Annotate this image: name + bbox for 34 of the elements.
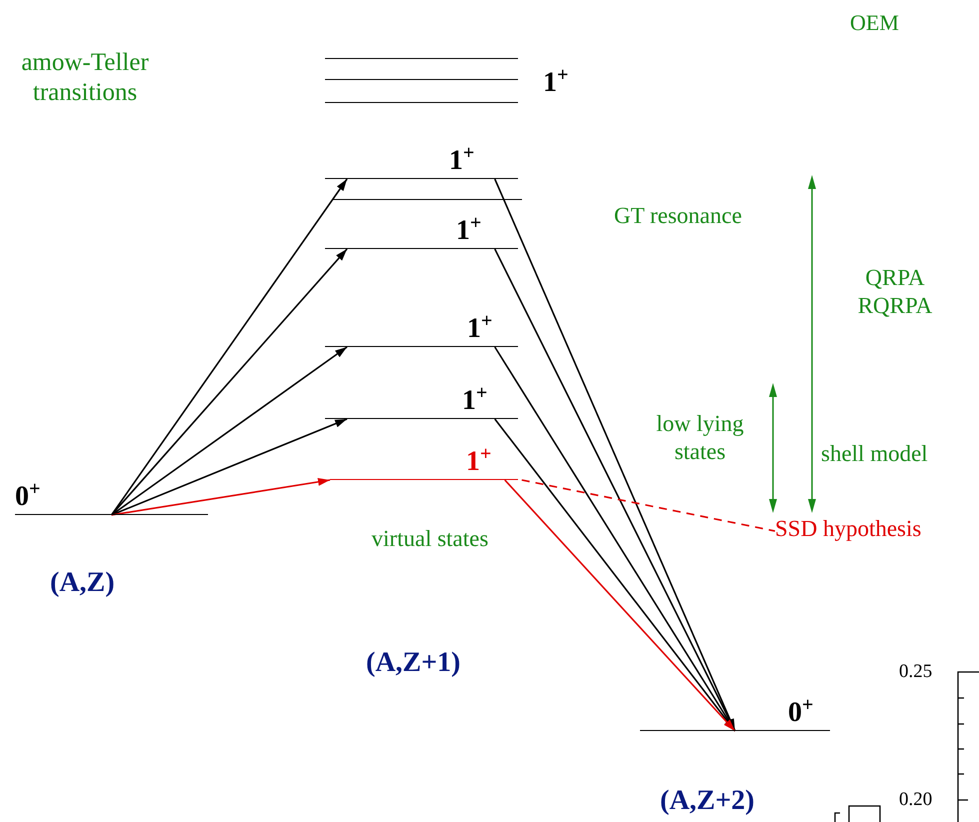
annotation-text: QRPA RQRPA [856, 264, 934, 320]
annotation-text: GT resonance [614, 202, 743, 230]
spin-parity-label: 1$^{+}$ [543, 63, 570, 100]
transition-arrow [111, 346, 348, 516]
spin-parity-label: 1$^{+}$ [456, 213, 482, 245]
dashed-leader-line [522, 479, 776, 532]
annotation-text: OEM [850, 10, 900, 36]
transition-arrow [504, 479, 736, 732]
transition-arrow [111, 478, 330, 516]
energy-level [325, 56, 518, 59]
nucleus-label: (A,Z) [50, 566, 116, 600]
axis-tick-label: 0.20 [899, 789, 934, 812]
nucleus-label: (A,Z+2) [660, 784, 756, 818]
energy-level [325, 77, 518, 80]
transition-arrow [110, 248, 348, 516]
nucleus-label: (A,Z+1) [366, 646, 462, 680]
spin-parity-label: 1$^{+}$ [466, 444, 492, 476]
annotation-text: amow-Teller transitions [20, 48, 150, 108]
annotation-text: shell model [821, 440, 929, 468]
hypothesis-label: SSD hypothesis [775, 516, 979, 548]
spin-parity-label: 1$^{+}$ [449, 143, 474, 175]
transition-arrow [494, 346, 736, 732]
spin-parity-label: 0$^{+}$ [788, 695, 814, 727]
transition-arrow [110, 178, 348, 516]
axis-tick-label: 0.25 [899, 661, 934, 684]
energy-level [333, 197, 522, 200]
transition-arrow [111, 418, 348, 516]
transition-arrow [494, 418, 736, 732]
spin-parity-label: 1$^{+}$ [462, 383, 488, 415]
spin-parity-label: 0$^{+}$ [15, 479, 40, 511]
annotation-text: low lying states [655, 410, 745, 466]
spin-parity-label: 1$^{+}$ [467, 311, 492, 343]
energy-level [325, 100, 518, 103]
annotation-text: virtual states [370, 525, 490, 553]
